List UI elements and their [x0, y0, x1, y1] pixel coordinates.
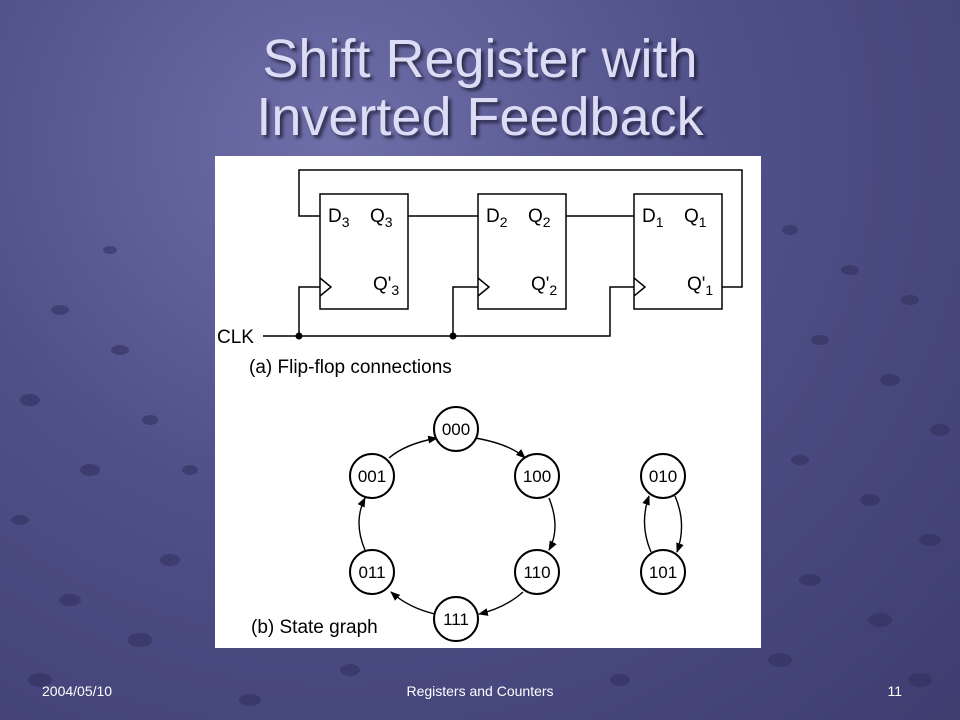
ff3-qn-label: Q'3	[373, 274, 399, 298]
clk-label: CLK	[217, 327, 254, 348]
junction-dot-2	[449, 332, 457, 340]
wire-clk-ff2	[452, 286, 478, 336]
state-label-011: 011	[358, 563, 385, 582]
edge-001-000	[388, 435, 438, 459]
footer-title: Registers and Counters	[406, 683, 554, 699]
flipflop-1-box	[633, 193, 723, 310]
footer-page-number: 11	[887, 683, 902, 699]
title-line-1: Shift Register with	[262, 29, 698, 89]
flipflop-3-box	[319, 193, 409, 310]
clock-triangle-1	[633, 277, 647, 297]
ff3-q-label: Q3	[370, 206, 393, 230]
ff1-qn-label: Q'1	[687, 274, 713, 298]
edge-010-101	[674, 495, 684, 553]
edge-111-011	[390, 591, 436, 615]
flipflop-2-box	[477, 193, 567, 310]
edge-110-111	[478, 591, 524, 616]
clock-triangle-2	[477, 277, 491, 297]
wire-clk-ff1	[453, 286, 634, 337]
edge-000-100	[474, 437, 526, 459]
edge-011-001	[357, 497, 366, 551]
state-node-101	[640, 549, 686, 595]
footer-date: 2004/05/10	[42, 683, 113, 699]
ff2-qn-label: Q'2	[531, 274, 557, 298]
shift-register-diagram: D3 Q3 Q'3 D2 Q2 Q'2 D1 Q1 Q'1 CLK (a) Fl…	[215, 156, 761, 648]
clock-triangle-3	[319, 277, 333, 297]
state-label-110: 110	[523, 563, 550, 582]
state-label-000: 000	[442, 420, 470, 439]
state-node-001	[349, 453, 395, 499]
state-node-111	[433, 596, 479, 642]
ff2-d-label: D2	[486, 206, 508, 230]
title-line-2: Inverted Feedback	[256, 87, 704, 147]
state-node-000	[433, 406, 479, 452]
state-node-011	[349, 549, 395, 595]
state-label-101: 101	[649, 563, 677, 582]
state-label-100: 100	[523, 467, 551, 486]
ff1-d-label: D1	[642, 206, 664, 230]
ff1-q-label: Q1	[684, 206, 707, 230]
caption-a: (a) Flip-flop connections	[249, 357, 452, 378]
diagram-svg: D3 Q3 Q'3 D2 Q2 Q'2 D1 Q1 Q'1 CLK (a) Fl…	[217, 169, 743, 642]
state-node-010	[640, 453, 686, 499]
state-node-100	[514, 453, 560, 499]
state-label-010: 010	[649, 467, 677, 486]
state-label-111: 111	[443, 610, 469, 629]
state-label-001: 001	[358, 467, 386, 486]
edge-100-110	[548, 497, 557, 551]
edge-101-010	[642, 495, 652, 553]
ff2-q-label: Q2	[528, 206, 551, 230]
wire-clk-ff3	[298, 286, 320, 336]
ff3-d-label: D3	[328, 206, 350, 230]
junction-dot-1	[295, 332, 303, 340]
state-node-110	[514, 549, 560, 595]
slide-title: Shift Register with Inverted Feedback	[0, 30, 960, 146]
wire-feedback	[298, 169, 743, 288]
caption-b: (b) State graph	[251, 617, 378, 638]
